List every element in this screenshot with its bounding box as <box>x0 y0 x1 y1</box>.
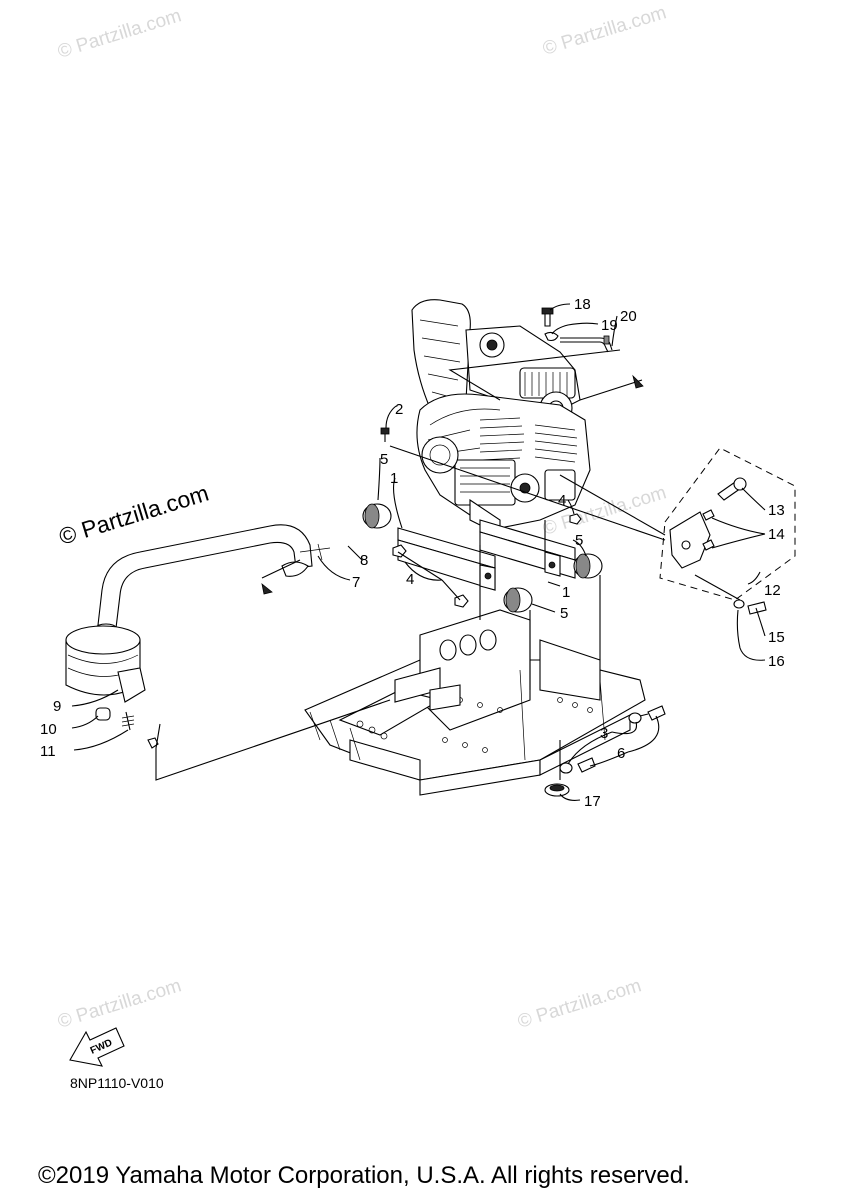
bolt-2 <box>380 427 390 442</box>
callout-11: 11 <box>40 743 56 760</box>
callout-4b: 4 <box>406 571 414 588</box>
callout-7: 7 <box>352 574 360 591</box>
callout-4a: 4 <box>558 492 566 509</box>
callout-5c: 5 <box>560 605 568 622</box>
callout-16: 16 <box>768 653 785 670</box>
watermark-main: © Partzilla.com <box>56 480 212 550</box>
callout-9: 9 <box>53 698 61 715</box>
watermark-top-left: © Partzilla.com <box>55 5 184 63</box>
watermark-top-right: © Partzilla.com <box>540 2 669 60</box>
callout-15: 15 <box>768 629 785 646</box>
hardware-3-6-17 <box>544 705 666 797</box>
exhaust-pipe <box>95 524 331 633</box>
callout-20: 20 <box>620 308 637 325</box>
callout-5b: 5 <box>575 532 583 549</box>
mount-bracket-group-12 <box>659 447 796 615</box>
callout-19: 19 <box>601 317 618 334</box>
nuts-4 <box>392 513 582 608</box>
engine-illustration <box>411 299 591 536</box>
breather-hose-parts <box>541 307 613 353</box>
vehicle-frame <box>304 609 646 796</box>
rubber-mounts <box>362 503 603 613</box>
forward-arrow-icon: FWD <box>69 1027 125 1067</box>
callout-3: 3 <box>600 725 608 742</box>
callout-18: 18 <box>574 296 591 313</box>
reference-flags <box>261 374 644 595</box>
callout-5a: 5 <box>380 451 388 468</box>
callout-6: 6 <box>617 745 625 762</box>
callout-12: 12 <box>764 582 781 599</box>
callout-10: 10 <box>40 721 57 738</box>
leader-lines <box>71 303 766 801</box>
copyright-notice: ©2019 Yamaha Motor Corporation, U.S.A. A… <box>38 1162 690 1189</box>
engine-mount-brackets <box>397 519 576 591</box>
callout-2: 2 <box>395 401 403 418</box>
callout-13: 13 <box>768 502 785 519</box>
muffler <box>65 625 159 749</box>
watermark-bottom-right: © Partzilla.com <box>515 975 644 1033</box>
callout-1b: 1 <box>562 584 570 601</box>
callout-numbers: 18 19 20 2 5 1 4 5 1 8 7 4 5 13 14 12 15… <box>40 296 785 810</box>
callout-8: 8 <box>360 552 368 569</box>
callout-1a: 1 <box>390 470 398 487</box>
callout-17: 17 <box>584 793 601 810</box>
callout-14: 14 <box>768 526 785 543</box>
watermark-bottom-left: © Partzilla.com <box>55 975 184 1033</box>
diagram-code: 8NP1110-V010 <box>70 1075 164 1091</box>
